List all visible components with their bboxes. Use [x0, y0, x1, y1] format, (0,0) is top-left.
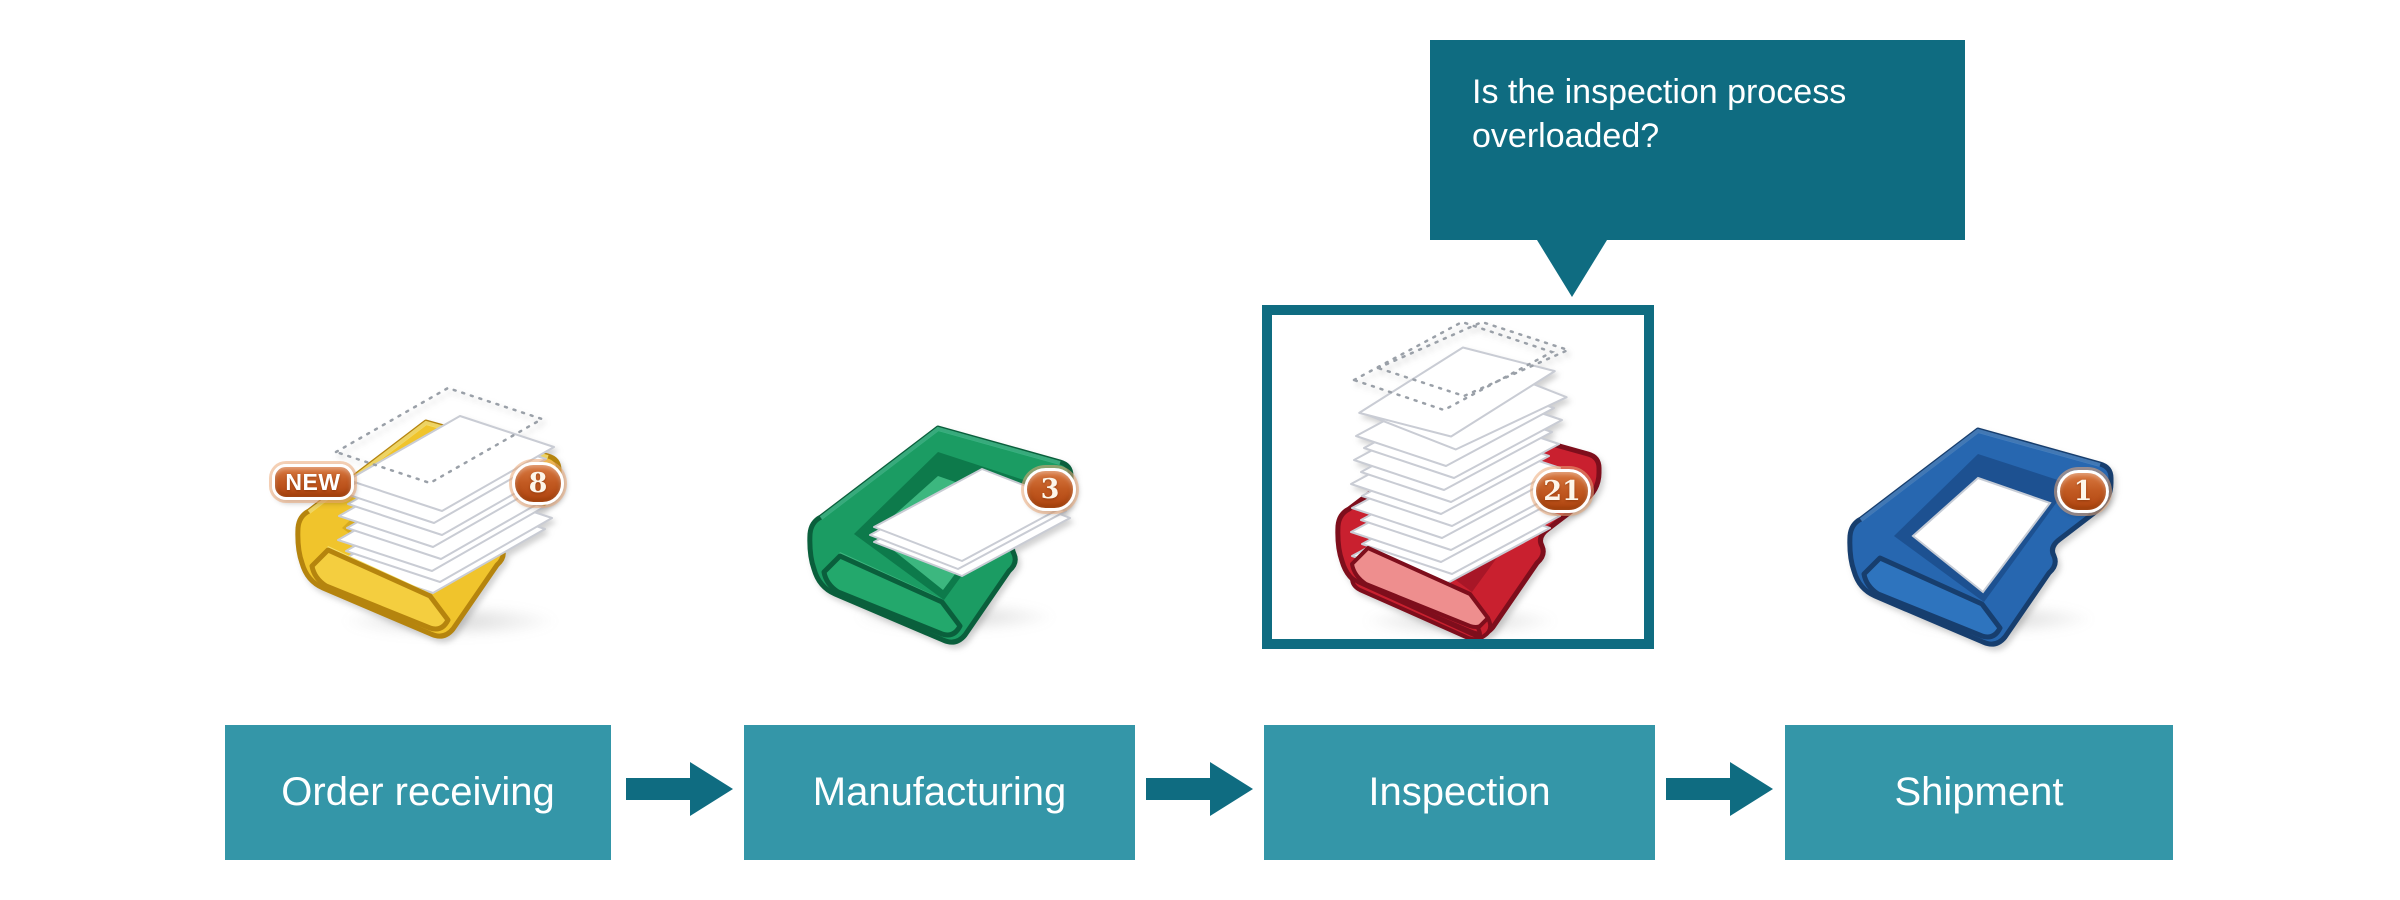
incoming-ghost-papers [1350, 320, 1572, 412]
flow-arrow-icon [1666, 762, 1773, 816]
flow-arrow-icon [626, 762, 733, 816]
order-receiving-tray-icon [295, 386, 562, 639]
paper-stack-8 [332, 386, 555, 594]
count-badge-shipment: 1 [2057, 470, 2109, 513]
stage-box-manufacturing: Manufacturing [744, 725, 1135, 860]
stage-label: Inspection [1368, 770, 1551, 814]
callout-text: Is the inspection process overloaded? [1472, 73, 1847, 155]
callout-bubble-rect [1430, 40, 1965, 240]
manufacturing-tray-icon [807, 425, 1074, 645]
shipment-tray-icon [1847, 427, 2114, 647]
stage-label: Order receiving [281, 770, 555, 814]
stage-box-inspection: Inspection [1264, 725, 1655, 860]
paper-stack-3 [869, 468, 1071, 577]
count-badge-order-receiving: 8 [512, 462, 564, 505]
stage-box-order-receiving: Order receiving [225, 725, 611, 860]
inspection-highlight-border [1262, 305, 1654, 649]
callout-tail [1537, 240, 1607, 297]
stage-label: Manufacturing [812, 770, 1067, 814]
paper-stack-21 [1350, 320, 1572, 587]
stage-label: Shipment [1894, 770, 2064, 814]
callout-bubble: Is the inspection process overloaded? [1430, 40, 1965, 297]
new-items-badge: NEW [272, 464, 354, 500]
flow-arrow-icon [1146, 762, 1253, 816]
count-badge-inspection: 21 [1533, 469, 1591, 513]
incoming-ghost-paper [332, 386, 546, 485]
inspection-tray-icon [1335, 320, 1602, 642]
stage-box-shipment: Shipment [1785, 725, 2173, 860]
red-tray-front [1350, 546, 1493, 642]
yellow-tray-front [309, 546, 451, 632]
count-badge-manufacturing: 3 [1024, 468, 1076, 511]
single-paper-sheet [1911, 476, 2052, 594]
